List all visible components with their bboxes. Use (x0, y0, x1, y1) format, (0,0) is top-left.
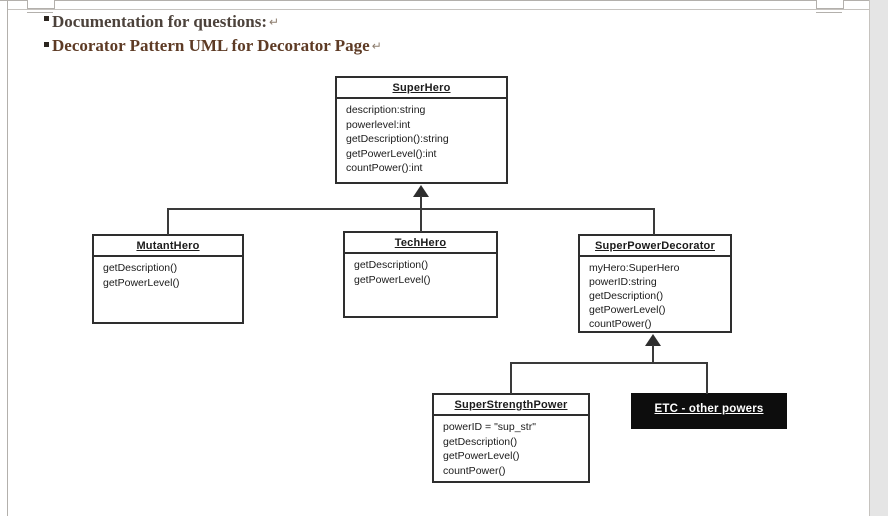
class-title: MutantHero (94, 236, 242, 257)
class-title: SuperPowerDecorator (580, 236, 730, 257)
text-boundary-line (8, 9, 869, 10)
class-members: getDescription() getPowerLevel() (94, 257, 242, 293)
connector-line (167, 208, 655, 210)
heading-text: Documentation for questions: (52, 12, 268, 31)
margin-marker-left-sub (27, 12, 53, 13)
class-member: getPowerLevel() (589, 304, 666, 316)
class-member: getPowerLevel():int (346, 147, 437, 160)
margin-marker-left (27, 0, 55, 9)
class-box-etc-other-powers: ETC - other powers (631, 393, 787, 429)
class-title: SuperStrengthPower (434, 395, 588, 416)
paragraph-return-icon: ↵ (371, 39, 382, 53)
class-member: countPower() (589, 318, 652, 330)
connector-line (167, 208, 169, 235)
connector-line (510, 362, 512, 394)
class-members: getDescription() getPowerLevel() (345, 254, 496, 290)
class-member: description:string (346, 104, 426, 116)
bullet-icon (44, 16, 49, 21)
class-member: countPower() (443, 464, 506, 477)
page-left-edge (7, 1, 8, 516)
class-box-techhero: TechHero getDescription() getPowerLevel(… (343, 231, 498, 318)
class-member: powerID = "sup_str" (443, 421, 536, 433)
class-box-superstrengthpower: SuperStrengthPower powerID = "sup_str" g… (432, 393, 590, 483)
class-member: getDescription() (443, 435, 518, 448)
class-member: getDescription():string (346, 133, 449, 145)
connector-line (420, 196, 422, 232)
class-member: getPowerLevel() (354, 274, 431, 286)
class-title: SuperHero (337, 78, 506, 99)
heading-text: Decorator Pattern UML for Decorator Page (52, 36, 370, 55)
class-title: TechHero (345, 233, 496, 254)
class-member: powerID:string (589, 276, 657, 288)
connector-line (653, 208, 655, 235)
class-box-superpowerdecorator: SuperPowerDecorator myHero:SuperHero pow… (578, 234, 732, 333)
doc-heading-decorator-uml: Decorator Pattern UML for Decorator Page… (52, 36, 382, 56)
margin-marker-right-sub (816, 12, 842, 13)
page-top-edge (0, 0, 888, 1)
class-member: countPower():int (346, 162, 423, 174)
class-member: getPowerLevel() (443, 450, 520, 462)
page-right-gutter (869, 0, 888, 516)
doc-heading-documentation: Documentation for questions:↵ (52, 12, 279, 32)
class-member: getDescription() (103, 262, 178, 274)
connector-line (706, 362, 708, 394)
class-members: powerID = "sup_str" getDescription() get… (434, 416, 588, 480)
class-title: ETC - other powers (654, 403, 764, 415)
class-member: getDescription() (589, 290, 664, 302)
class-members: description:string powerlevel:int getDes… (337, 99, 506, 178)
generalization-arrow-icon (645, 334, 661, 346)
class-box-superhero: SuperHero description:string powerlevel:… (335, 76, 508, 184)
class-member: getPowerLevel() (103, 277, 180, 289)
bullet-icon (44, 42, 49, 47)
class-members: myHero:SuperHero powerID:string getDescr… (580, 257, 730, 333)
connector-line (510, 362, 708, 364)
class-member: powerlevel:int (346, 118, 411, 131)
connector-line (652, 345, 654, 363)
paragraph-return-icon: ↵ (269, 15, 280, 29)
class-box-mutanthero: MutantHero getDescription() getPowerLeve… (92, 234, 244, 324)
class-member: myHero:SuperHero (589, 262, 680, 274)
class-member: getDescription() (354, 259, 429, 271)
margin-marker-right (816, 0, 844, 9)
generalization-arrow-icon (413, 185, 429, 197)
